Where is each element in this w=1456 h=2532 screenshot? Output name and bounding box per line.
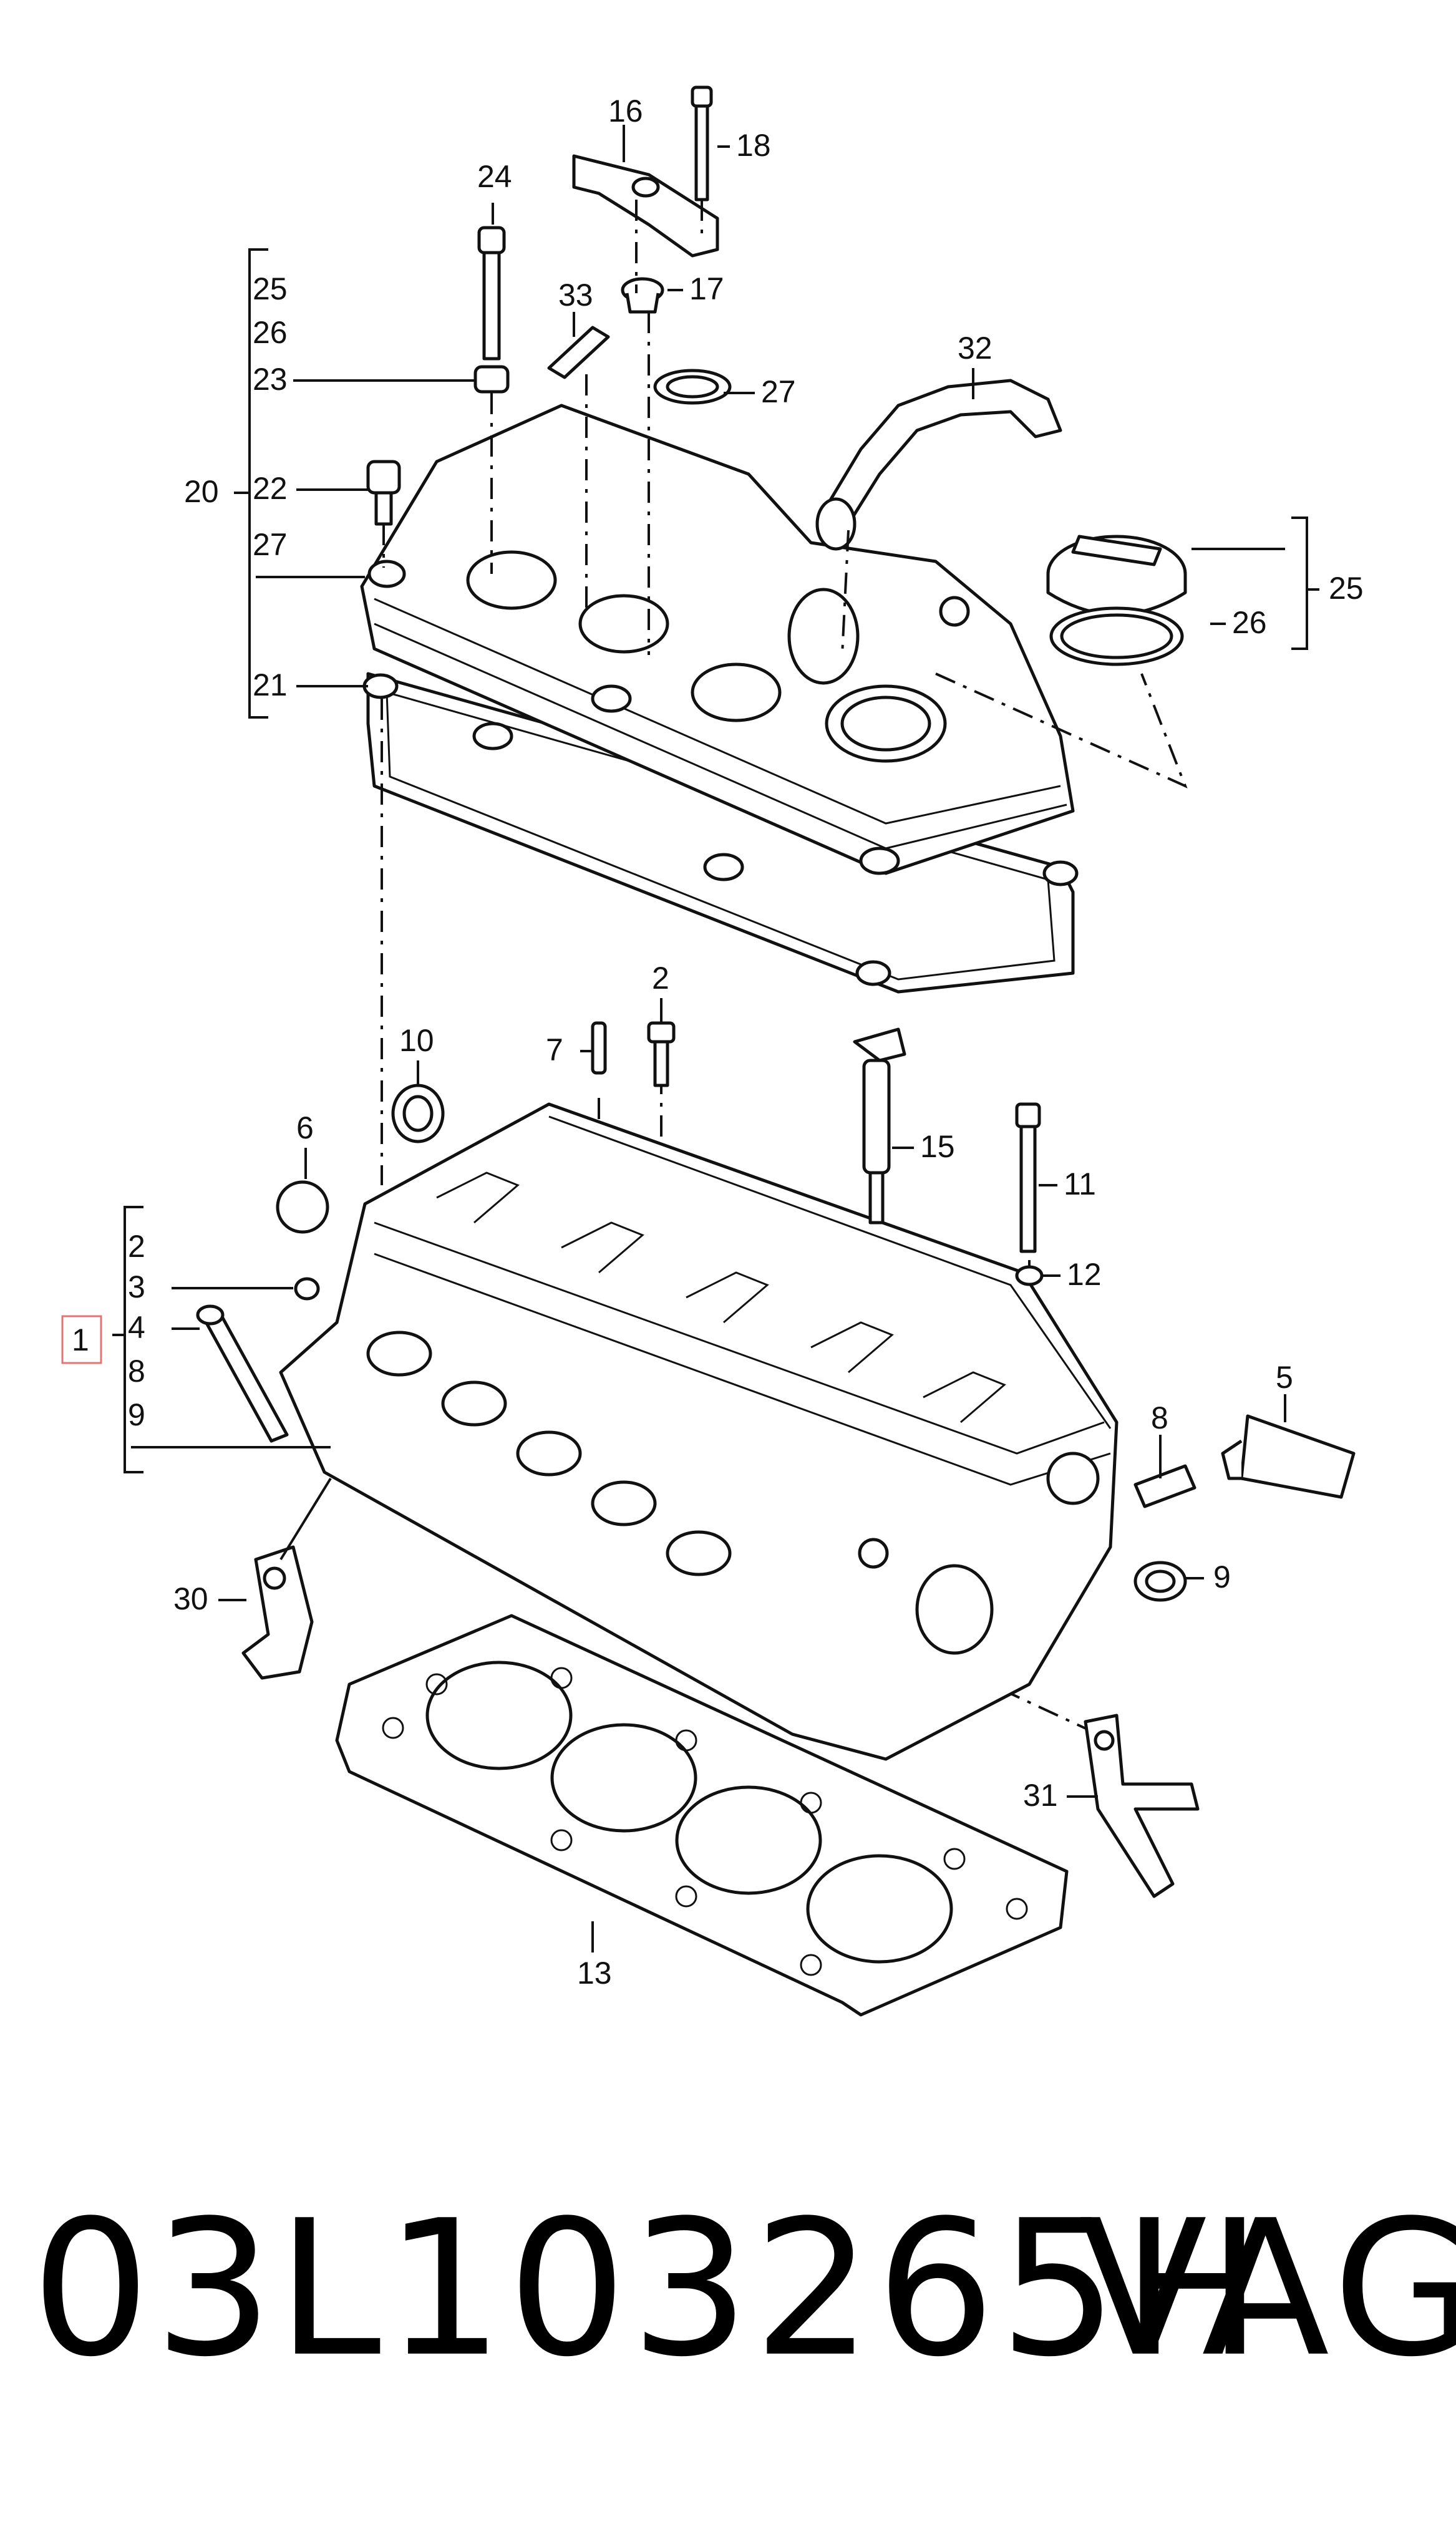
callout-1-highlight-box: [61, 1315, 102, 1364]
part-30-bracket: [241, 1545, 314, 1680]
part-7-pin: [591, 1021, 607, 1075]
callout-27-left: 27: [253, 527, 288, 562]
part-26-seal: [1049, 606, 1184, 666]
leader-lines: [112, 125, 1319, 1952]
callout-2-top: 2: [652, 961, 669, 996]
part-9-plug: [1133, 1561, 1187, 1602]
part-10-seal: [391, 1084, 445, 1143]
callout-11: 11: [1064, 1167, 1096, 1201]
part-4-tube: [196, 1304, 289, 1443]
part-33-mesh: [547, 326, 610, 379]
callout-6: 6: [296, 1110, 314, 1145]
callout-23: 23: [253, 362, 288, 397]
part-6-plug: [276, 1180, 329, 1234]
callout-31: 31: [1023, 1778, 1058, 1813]
part-23-washer: [473, 365, 510, 394]
callout-24: 24: [477, 159, 512, 194]
part-25-oil-cap: [1046, 535, 1187, 616]
callout-2-left: 2: [128, 1229, 145, 1264]
callout-16: 16: [608, 94, 643, 129]
callout-27-right: 27: [761, 374, 796, 409]
brand-caption: VAG: [1079, 2180, 1456, 2398]
part-27-seal: [653, 369, 732, 405]
part-22-bolt: [366, 460, 401, 526]
callout-9-left: 9: [128, 1397, 145, 1432]
callout-5: 5: [1276, 1360, 1293, 1395]
part-18-bolt: [691, 85, 713, 201]
callout-21: 21: [253, 667, 288, 702]
callout-17: 17: [689, 271, 724, 306]
callout-26-right: 26: [1232, 605, 1267, 640]
callout-labels: 16 18 24 25 33 17 26 32 23 27 20 22 27 2…: [61, 94, 1364, 1991]
callout-1: 1: [72, 1322, 89, 1357]
callout-30: 30: [173, 1581, 208, 1616]
callout-22: 22: [253, 471, 288, 506]
part-8-stud: [1133, 1464, 1196, 1508]
part-5-sealant: [1221, 1414, 1356, 1499]
callout-7: 7: [546, 1032, 563, 1067]
part-12-washer: [1015, 1265, 1044, 1286]
part-24-bolt: [477, 226, 506, 361]
part-15-injector: [853, 1027, 906, 1225]
part-number-caption: 03L103265H: [31, 2180, 1266, 2398]
callout-10: 10: [399, 1023, 434, 1058]
callout-32: 32: [958, 331, 993, 366]
callout-33: 33: [558, 278, 593, 313]
callout-25-left: 25: [253, 271, 288, 306]
callout-8-right: 8: [1151, 1400, 1168, 1435]
callout-3: 3: [128, 1269, 145, 1304]
cylinder-head-cover: [360, 404, 1079, 994]
callout-18: 18: [736, 128, 771, 163]
callout-15: 15: [920, 1129, 955, 1164]
part-32-hose: [815, 379, 1062, 551]
cylinder-head: [279, 1102, 1119, 1761]
part-2-bolt: [647, 1021, 676, 1087]
part-11-bolt: [1015, 1102, 1041, 1253]
callout-25-right: 25: [1329, 571, 1364, 606]
part-31-bracket: [1084, 1714, 1200, 1898]
callout-8-left: 8: [128, 1354, 145, 1389]
part-17-grommet: [621, 277, 664, 314]
callout-13: 13: [577, 1956, 612, 1991]
callout-26-left: 26: [253, 315, 288, 350]
callout-4: 4: [128, 1310, 145, 1345]
callout-20: 20: [184, 474, 219, 509]
callout-12: 12: [1067, 1257, 1102, 1292]
callout-9-right: 9: [1213, 1559, 1231, 1594]
part-3-plug: [294, 1277, 320, 1301]
part-16-bracket: [572, 154, 719, 258]
part-13-head-gasket: [335, 1614, 1069, 2017]
